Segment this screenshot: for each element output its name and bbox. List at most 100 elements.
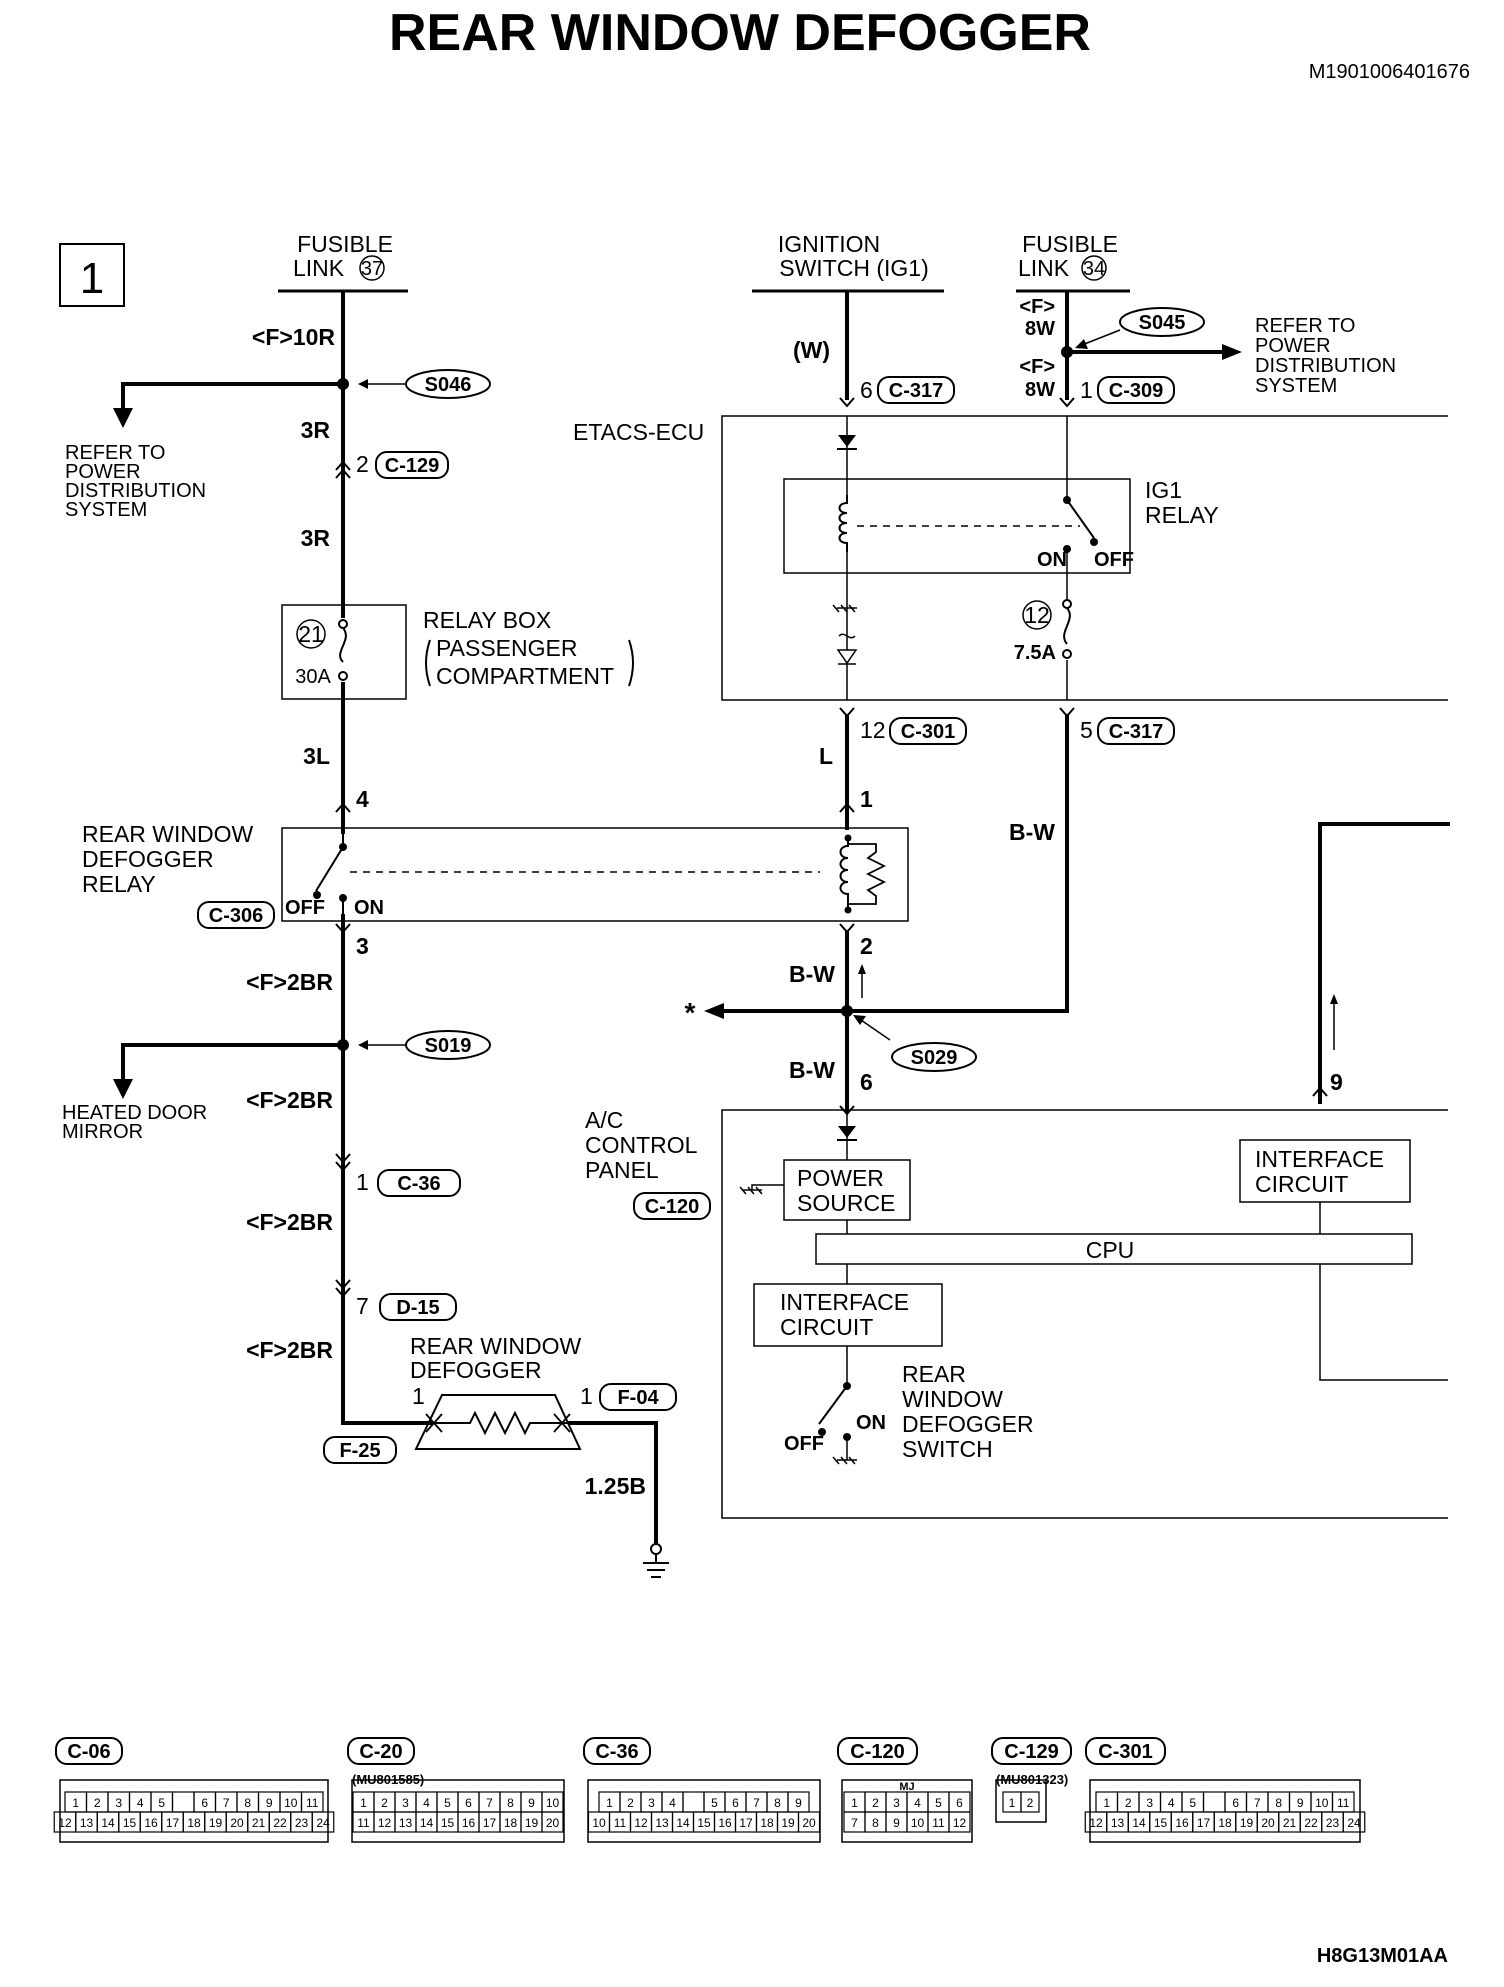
relay-box-fuse-gap [335, 618, 351, 682]
connector-pin: 8 [507, 1796, 514, 1810]
f25-ref: F-25 [339, 1440, 380, 1462]
connector-pin: 16 [462, 1816, 476, 1830]
c306-ref-box [197, 901, 275, 929]
connector-pin: 4 [669, 1796, 676, 1810]
connector-name: C-06 [67, 1741, 110, 1763]
connector-pin: 11 [932, 1816, 945, 1830]
mirror-wire [121, 1043, 345, 1087]
connector-pin: 12 [1089, 1816, 1103, 1830]
f25-ref-box [323, 1436, 397, 1464]
connector-pin: 6 [201, 1796, 208, 1810]
connector-pin: 8 [1275, 1796, 1282, 1810]
ig1-relay-coil [838, 495, 848, 552]
heated-mirror-line2: MIRROR [62, 1121, 143, 1143]
etacs-ground-2 [838, 633, 856, 639]
fusible-link-34-line2: LINK [1018, 255, 1070, 281]
wire-8w-mid: 8W [1025, 379, 1055, 401]
c36-pin: 1 [356, 1169, 369, 1195]
connector-pin: 4 [423, 1796, 430, 1810]
connector-pin: 11 [614, 1816, 627, 1830]
c309-ref: C-309 [1109, 380, 1163, 402]
relay-box-fuse-bottom [338, 671, 348, 681]
c36-connector-mark [335, 1153, 351, 1172]
connector-pin: 24 [316, 1816, 330, 1830]
connector-pin: 4 [137, 1796, 144, 1810]
connector-pin: 3 [893, 1796, 900, 1810]
right-refer-line1: REFER TO [1255, 315, 1355, 337]
connector-pin: 7 [486, 1796, 493, 1810]
relay-pin1-mark [839, 802, 855, 813]
relay-box [281, 604, 407, 700]
connector-pin: 9 [266, 1796, 273, 1810]
connector-pin: 4 [1168, 1796, 1175, 1810]
page-number-box [59, 243, 125, 307]
wire-l: L [819, 743, 833, 769]
relay-box-paren-left [425, 639, 431, 687]
connector-name: C-20 [359, 1741, 402, 1763]
d15-pin: 7 [356, 1293, 369, 1319]
connector-pin: 3 [648, 1796, 655, 1810]
ac-panel-name2: CONTROL [585, 1132, 698, 1158]
wire-1-25b: 1.25B [585, 1473, 646, 1499]
current-arrow-relay-head [858, 964, 866, 974]
c301-pin: 12 [860, 717, 886, 743]
etacs-ground-1 [832, 604, 857, 613]
splice-s029-label: S029 [911, 1047, 958, 1069]
connector-pin: 6 [465, 1796, 472, 1810]
connector-pin: 12 [58, 1816, 72, 1830]
diagram-title: REAR WINDOW DEFOGGER [389, 4, 1091, 62]
connector-body [351, 1779, 565, 1843]
connector-pin: 3 [115, 1796, 122, 1810]
defogger-left-terminal [425, 1413, 443, 1433]
connector-body [995, 1779, 1047, 1823]
connector-pin: 2 [94, 1796, 101, 1810]
ground-terminal [650, 1543, 662, 1555]
connector-body [1089, 1779, 1361, 1843]
splice-s045-label: S045 [1139, 312, 1186, 334]
connector-pin: 4 [914, 1796, 921, 1810]
c129-connector-mark [335, 460, 351, 479]
switch-off-label: OFF [784, 1433, 824, 1455]
pin9-wire [1318, 822, 1450, 1104]
connector-pin: 19 [525, 1816, 539, 1830]
connector-pin: 20 [546, 1816, 560, 1830]
connector-pin: 15 [441, 1816, 455, 1830]
f04-ref: F-04 [617, 1387, 659, 1409]
ac-control-panel-box [721, 1109, 1448, 1519]
fusible-link-37-line2: LINK [293, 255, 345, 281]
defogger-switch-line4: SWITCH [902, 1436, 993, 1462]
defogger-relay-on: ON [354, 897, 384, 919]
wire-3l: 3L [303, 743, 330, 769]
defogger-relay-box [281, 827, 909, 922]
s019-leader-arrow [358, 1040, 368, 1050]
connector-cavity [682, 1791, 705, 1813]
defogger-name2: DEFOGGER [410, 1357, 542, 1383]
connector-pin: 2 [1027, 1796, 1034, 1810]
ig1-relay-off: OFF [1094, 549, 1134, 571]
switch-off-contact [818, 1428, 826, 1436]
connector-pin: 24 [1347, 1816, 1361, 1830]
defogger-switch-line2: WINDOW [902, 1386, 1003, 1412]
bw-ecu-wire [845, 714, 1069, 1013]
ig1-switch-off-contact [1090, 538, 1098, 546]
c309-pin: 1 [1080, 377, 1093, 403]
c120-ref: C-120 [645, 1196, 699, 1218]
c317-top-ref: C-317 [889, 380, 943, 402]
left-refer-line4: SYSTEM [65, 499, 147, 521]
page-number: 1 [80, 254, 104, 303]
connector-cavity [171, 1791, 195, 1813]
connector-pin: 7 [1254, 1796, 1261, 1810]
relay-pin4-mark [335, 802, 351, 813]
defogger-relay-name1: REAR WINDOW [82, 821, 254, 847]
defogger-relay-switch-gap [332, 834, 354, 914]
connector-pin: 8 [774, 1796, 781, 1810]
interface-circuit-left-box [753, 1283, 943, 1347]
connector-pin: 7 [753, 1796, 760, 1810]
connector-pin: 5 [1189, 1796, 1196, 1810]
right-refer-line4: SYSTEM [1255, 375, 1337, 397]
